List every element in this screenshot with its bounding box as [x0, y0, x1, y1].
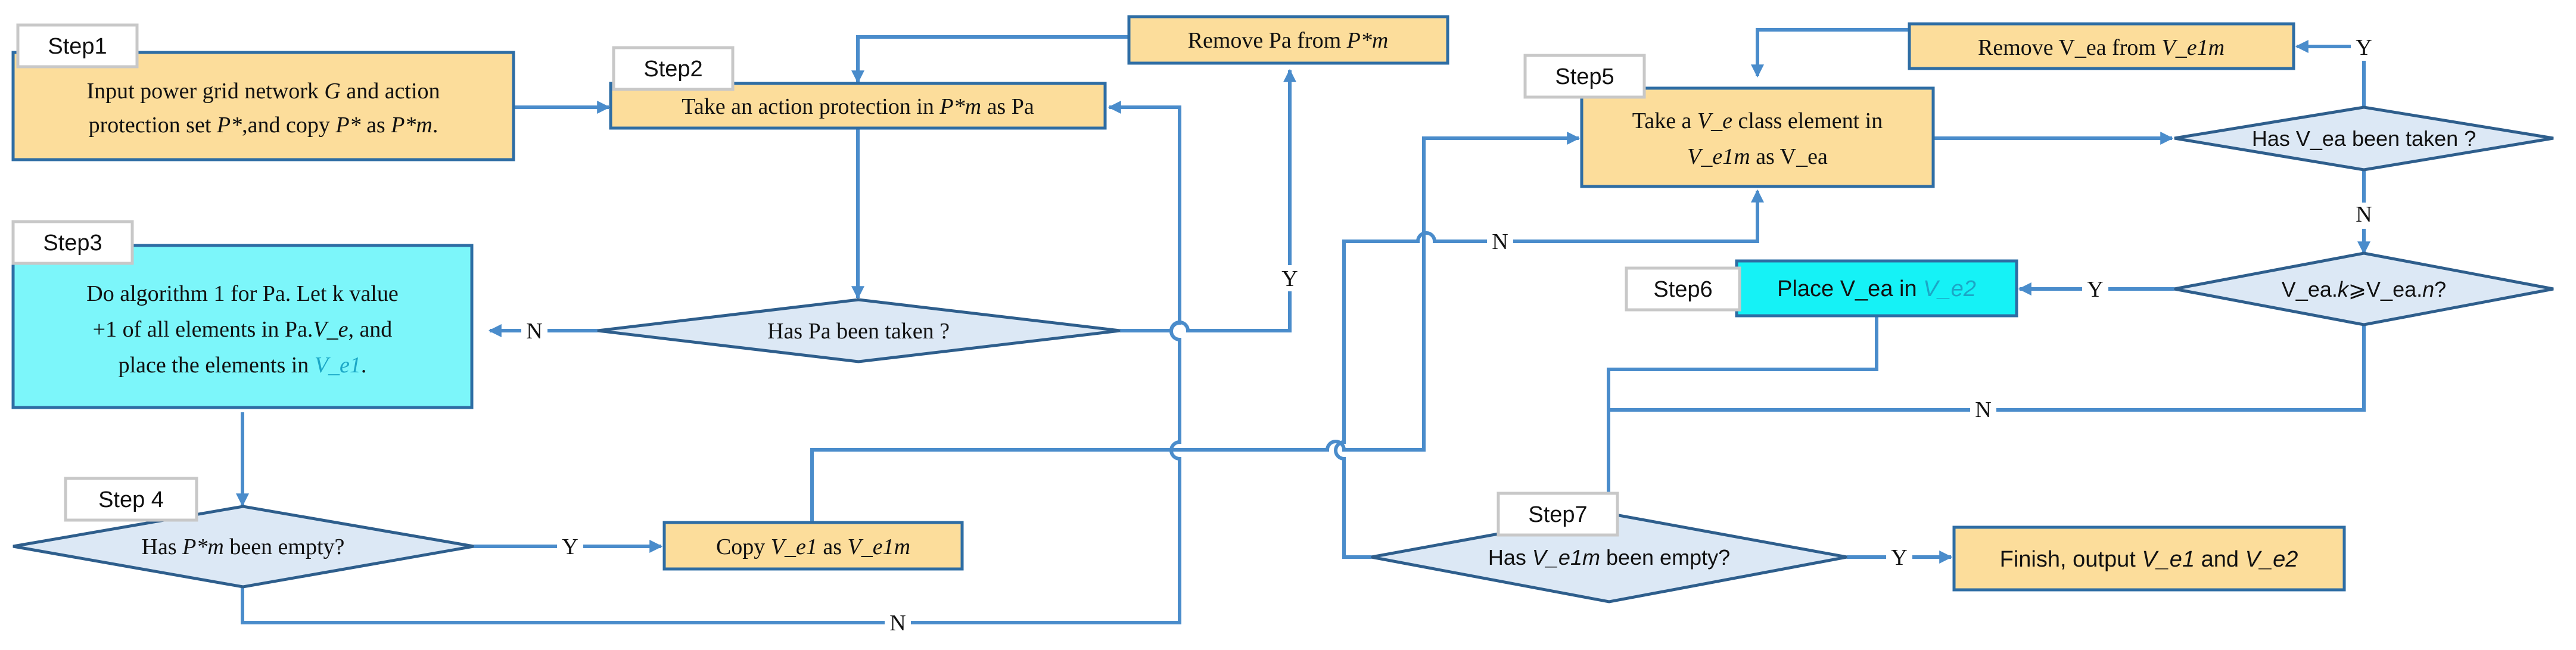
- label-pa-taken-yes: Y: [1281, 266, 1298, 291]
- svg-text:Take a V_e class element in: Take a V_e class element in: [1632, 108, 1883, 133]
- arrow-copy-to-take-ve: [810, 132, 1581, 523]
- input-box: Input power grid network G and action pr…: [11, 51, 515, 161]
- remove-pa-box: Remove Pa from P*m: [1127, 15, 1449, 65]
- input-line1-a: Input power grid network: [86, 79, 324, 104]
- svg-text:Input power grid network G and: Input power grid network G and action: [86, 79, 440, 104]
- arrow-place-to-ve1m-empty: [1607, 316, 1878, 410]
- svg-text:Copy V_e1 as V_e1m: Copy V_e1 as V_e1m: [716, 534, 910, 559]
- input-line2-d: P*: [335, 113, 360, 138]
- svg-text:Finish, output V_e1 and V_e2: Finish, output V_e1 and V_e2: [2000, 547, 2298, 572]
- input-line2-f: P*m: [390, 113, 433, 138]
- step1-tag: Step1: [16, 23, 139, 69]
- input-line2-b: P*: [216, 113, 242, 138]
- arrow-pm-empty-no: [241, 101, 1181, 624]
- arrow-remove-vea-to-take-ve: [1751, 28, 1909, 78]
- step-tags: Step1 Step2 Step3 Step 4 Step5 Step6 Ste…: [11, 23, 1741, 537]
- take-ve-box: Take a V_e class element in V_e1m as V_e…: [1580, 86, 1935, 188]
- svg-text:Has P*m been empty?: Has P*m been empty?: [142, 534, 345, 559]
- remove-vea-box: Remove V_ea from V_e1m: [1908, 22, 2295, 70]
- input-line1-c: and action: [341, 79, 440, 104]
- label-pm-empty-no: N: [889, 611, 906, 636]
- input-line2-c: ,and copy: [242, 113, 335, 138]
- decision-pm-empty: Has P*m been empty?: [13, 505, 474, 589]
- svg-text:Place V_ea in V_e2: Place V_ea in V_e2: [1777, 276, 1976, 301]
- label-ve1m-empty-no: N: [1492, 229, 1508, 254]
- svg-text:Remove V_ea from V_e1m: Remove V_ea from V_e1m: [1978, 35, 2225, 60]
- algorithm-box: Do algorithm 1 for Pa. Let k value +1 of…: [11, 244, 474, 409]
- decision-k-ge-n: V_ea.k⩾V_ea.n?: [2174, 251, 2554, 326]
- svg-text:protection set P*,and copy P*: protection set P*,and copy P* as P*m.: [89, 113, 438, 138]
- svg-text:Step 4: Step 4: [98, 487, 164, 512]
- decision-vea-taken: Has V_ea been taken ?: [2174, 105, 2554, 172]
- label-ve1m-empty-yes: Y: [1891, 545, 1907, 570]
- svg-text:+1 of all elements in Pa.V_e,: +1 of all elements in Pa.V_e, and: [93, 317, 393, 342]
- label-vea-taken-no: N: [2356, 202, 2372, 227]
- svg-text:V_e1m as V_ea: V_e1m as V_ea: [1687, 144, 1828, 169]
- step6-tag: Step6: [1625, 266, 1741, 312]
- label-vea-taken-yes: Y: [2356, 35, 2372, 60]
- svg-text:Remove Pa from P*m: Remove Pa from P*m: [1188, 28, 1389, 53]
- svg-text:V_ea.k⩾V_ea.n?: V_ea.k⩾V_ea.n?: [2282, 277, 2446, 301]
- label-k-ge-n-no: N: [1975, 397, 1991, 422]
- finish-box: Finish, output V_e1 and V_e2: [1952, 525, 2346, 592]
- svg-text:Has V_ea been taken ?: Has V_ea been taken ?: [2252, 126, 2476, 151]
- input-line2-a: protection set: [89, 113, 217, 138]
- input-line1-b: G: [324, 79, 340, 104]
- svg-text:Do algorithm 1 for Pa. Let k v: Do algorithm 1 for Pa. Let k value: [86, 281, 398, 306]
- svg-text:Step6: Step6: [1653, 277, 1712, 302]
- arrow-ve1m-empty-no: [1334, 189, 1764, 559]
- svg-text:place the elements in V_e1.: place the elements in V_e1.: [119, 353, 367, 378]
- step4-tag: Step 4: [64, 477, 198, 522]
- input-line2-e: as: [361, 113, 391, 138]
- step2-tag: Step2: [612, 46, 735, 91]
- svg-text:Has Pa been taken ?: Has Pa been taken ?: [767, 319, 950, 344]
- svg-text:Step3: Step3: [43, 231, 102, 256]
- step3-tag: Step3: [11, 220, 134, 265]
- svg-text:Step5: Step5: [1555, 64, 1614, 89]
- decision-ve1m-empty: Has V_e1m been empty?: [1371, 512, 1847, 604]
- branch-labels: Y N Y N N Y N Y N Y: [521, 35, 2377, 637]
- svg-text:Has V_e1m been empty?: Has V_e1m been empty?: [1488, 545, 1730, 570]
- arrow-pa-taken-yes: [1120, 69, 1296, 332]
- step7-tag: Step7: [1497, 492, 1619, 537]
- svg-text:Step2: Step2: [643, 57, 702, 82]
- svg-text:Step7: Step7: [1528, 502, 1587, 527]
- svg-text:Take an action protection in P: Take an action protection in P*m as Pa: [682, 94, 1034, 119]
- svg-text:Step1: Step1: [48, 34, 107, 59]
- label-pa-taken-no: N: [526, 319, 542, 344]
- decision-pa-taken: Has Pa been taken ?: [597, 298, 1121, 363]
- place-vea-box: Place V_ea in V_e2: [1735, 259, 2018, 318]
- label-pm-empty-yes: Y: [562, 534, 578, 559]
- step5-tag: Step5: [1523, 54, 1646, 99]
- copy-box: Copy V_e1 as V_e1m: [662, 521, 964, 571]
- input-line2-g: .: [433, 113, 438, 138]
- arrow-remove-pa-to-take-action: [851, 35, 1129, 84]
- label-k-ge-n-yes: Y: [2087, 277, 2103, 302]
